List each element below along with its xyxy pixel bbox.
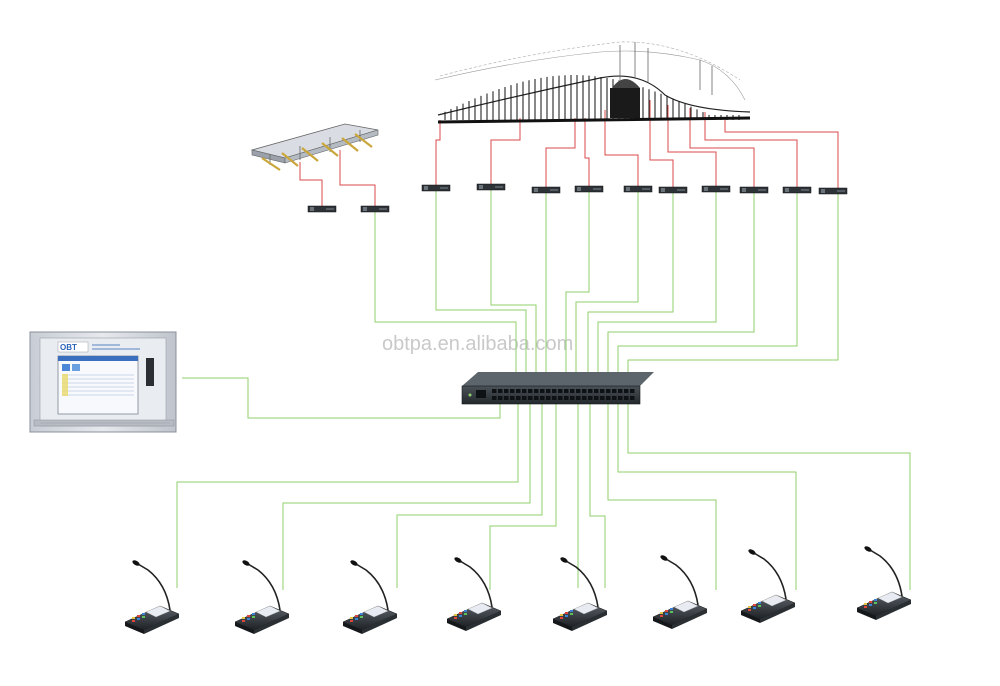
network-wire [617,193,798,388]
speaker-wire [299,162,323,206]
amplifier-unit-icon [360,205,390,213]
network-switch-icon [461,372,654,405]
speaker-wire [339,150,376,206]
network-wire [374,212,517,388]
watermark-text: obtpa.en.alibaba.com [382,333,573,355]
network-wire [617,404,797,590]
pedestrian-bridge-icon [250,123,379,171]
network-wire [627,194,839,388]
speaker-wire [689,108,755,187]
speaker-wire [545,118,576,187]
amplifier-unit-icon [658,186,688,194]
paging-microphone-icon [446,557,502,631]
network-wire [490,190,537,388]
speaker-wire [490,118,521,184]
amplifier-unit-icon [701,185,731,193]
speaker-wire [724,118,839,188]
server-screen-content [62,364,134,396]
network-wire [607,193,755,388]
network-wire [489,404,557,590]
network-wire [627,404,911,590]
amplifier-unit-icon [531,186,561,194]
speaker-wire [604,110,639,186]
paging-microphone-icon [652,555,708,629]
network-wire [587,193,674,388]
amplifier-unit-icon [307,205,337,213]
network-wire [575,192,639,388]
network-wire [396,404,543,588]
amplifier-group [307,183,848,213]
speaker-wire [667,105,717,186]
paging-microphone-icon [342,560,398,634]
switch-ports [476,389,635,400]
network-wire [182,377,501,419]
amplifier-unit-icon [739,186,769,194]
server-screen [57,355,139,415]
stadium-drawing-icon [434,41,751,124]
speaker-wire [435,120,441,185]
amplifier-unit-icon [782,186,812,194]
amplifier-unit-icon [818,187,848,195]
rack-server-icon: OBT [29,331,177,433]
speaker-wire [649,100,674,187]
network-wire [282,404,531,590]
network-wire [176,404,519,588]
network-wire [607,404,717,590]
microphone-group [124,546,912,634]
amplifier-unit-icon [574,185,604,193]
network-wire [435,191,527,388]
network-wire [597,192,717,388]
paging-microphone-icon [740,549,796,623]
network-wire [565,192,590,388]
amplifier-unit-icon [623,185,653,193]
network-wire [589,404,606,588]
server-brand-logo: OBT [60,343,77,352]
paging-microphone-icon [552,557,608,631]
paging-microphone-icon [234,560,290,634]
paging-microphone-icon [124,560,180,634]
speaker-wire [704,112,798,187]
paging-microphone-icon [856,546,912,620]
amplifier-unit-icon [476,183,506,191]
speaker-wire [584,118,590,186]
amplifier-unit-icon [421,184,451,192]
speaker-wires [299,100,839,206]
